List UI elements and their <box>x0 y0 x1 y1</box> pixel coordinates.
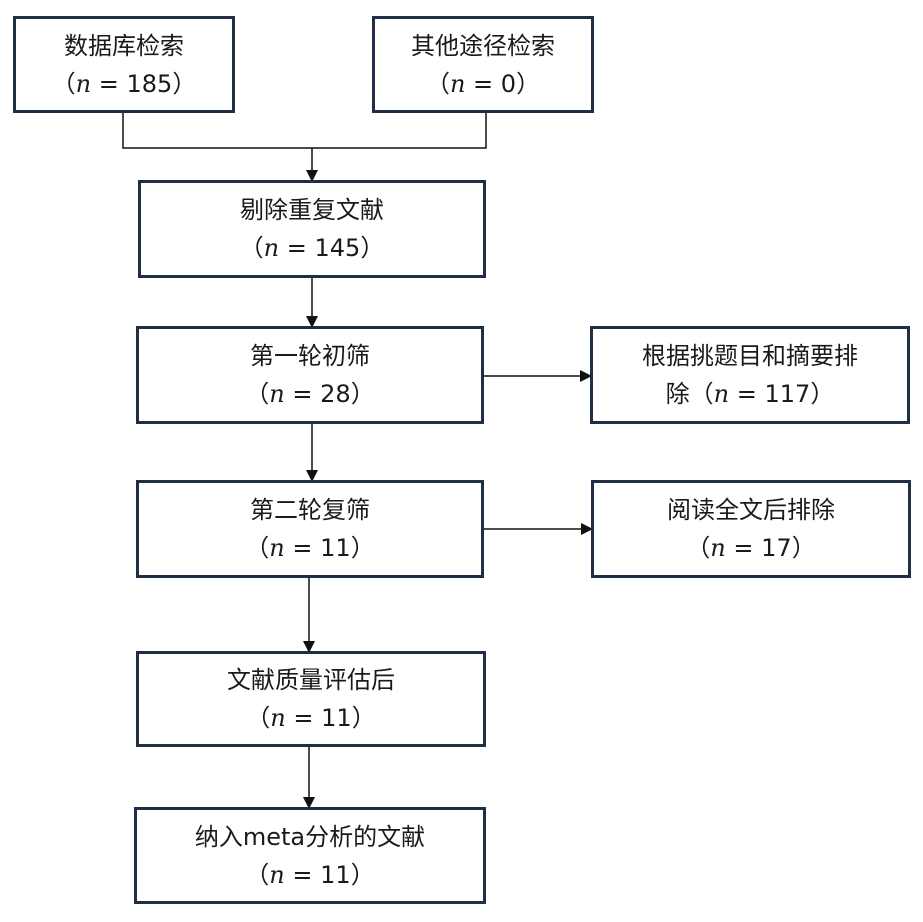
exclude-title-abstract-box: 根据挑题目和摘要排 除（n = 117） <box>590 326 910 424</box>
first-screen-box: 第一轮初筛 （n = 28） <box>136 326 484 424</box>
exclude-fulltext-title: 阅读全文后排除 <box>667 496 835 524</box>
dedup-count: （n = 145） <box>239 234 385 262</box>
quality-assessment-count: （n = 11） <box>246 704 376 732</box>
exclude-title-abstract-line1: 根据挑题目和摘要排 <box>642 342 858 370</box>
database-search-title: 数据库检索 <box>64 31 184 60</box>
included-meta-title: 纳入meta分析的文献 <box>194 822 426 851</box>
database-search-count: （n = 185） <box>51 69 197 98</box>
first-screen-title: 第一轮初筛 <box>250 342 370 370</box>
other-search-count: （n = 0） <box>425 69 541 98</box>
second-screen-count: （n = 11） <box>245 534 375 562</box>
first-screen-count: （n = 28） <box>245 380 375 408</box>
dedup-title: 剔除重复文献 <box>240 196 384 224</box>
included-meta-count: （n = 11） <box>245 860 375 889</box>
second-screen-box: 第二轮复筛 （n = 11） <box>136 480 484 578</box>
other-search-box: 其他途径检索 （n = 0） <box>372 16 594 113</box>
exclude-fulltext-box: 阅读全文后排除 （n = 17） <box>591 480 911 578</box>
database-search-box: 数据库检索 （n = 185） <box>13 16 235 113</box>
other-search-title: 其他途径检索 <box>411 31 555 60</box>
included-meta-box: 纳入meta分析的文献 （n = 11） <box>134 807 486 904</box>
dedup-box: 剔除重复文献 （n = 145） <box>138 180 486 278</box>
exclude-title-abstract-line2: 除（n = 117） <box>665 380 835 408</box>
merge-line <box>122 113 487 149</box>
quality-assessment-title: 文献质量评估后 <box>227 666 395 694</box>
second-screen-title: 第二轮复筛 <box>250 496 370 524</box>
exclude-fulltext-count: （n = 17） <box>686 534 816 562</box>
quality-assessment-box: 文献质量评估后 （n = 11） <box>136 651 486 747</box>
